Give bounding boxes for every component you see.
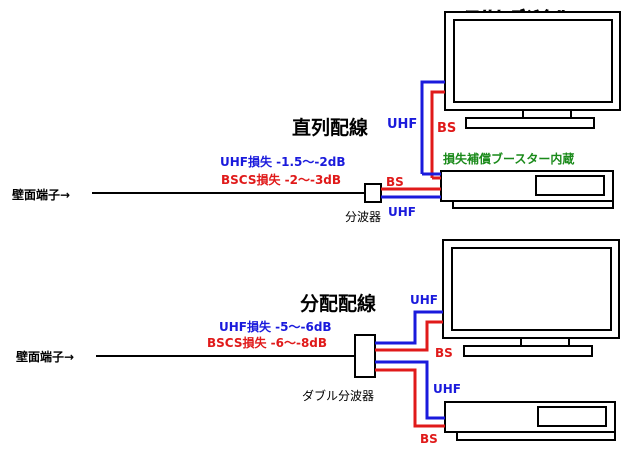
bottom-wall-label: 壁面端子→ (16, 349, 74, 364)
bottom-bs-tv-cable (375, 320, 443, 352)
bottom-loss-uhf: UHF損失 -5～-6dB (219, 319, 332, 334)
bottom-tag-uhf-rec: UHF (433, 382, 461, 396)
bottom-tag-bs-tv: BS (435, 346, 453, 360)
bottom-splitter-label: ダブル分波器 (302, 388, 374, 403)
top-bs-cable (381, 90, 445, 191)
bottom-title: 分配配線 (300, 292, 376, 315)
top-wall-label: 壁面端子→ (12, 187, 70, 202)
bottom-tag-uhf-tv: UHF (410, 293, 438, 307)
top-tv (444, 11, 621, 129)
bottom-uhf-rec-cable (375, 360, 445, 420)
bottom-loss-bscs: BSCS損失 -6～-8dB (207, 335, 327, 350)
bottom-splitter (354, 334, 376, 378)
top-loss-uhf: UHF損失 -1.5～-2dB (220, 154, 345, 169)
top-tag-bs-tv: BS (437, 121, 456, 136)
top-uhf-cable (381, 80, 445, 199)
top-recorder (440, 170, 614, 209)
bottom-uhf-tv-cable (375, 310, 443, 345)
bottom-tv (442, 239, 620, 357)
top-tag-uhf-rec: UHF (388, 205, 416, 219)
bottom-tag-bs-rec: BS (420, 432, 438, 446)
top-splitter-label: 分波器 (345, 210, 381, 224)
bottom-bs-rec-cable (375, 368, 445, 428)
bottom-recorder (444, 401, 616, 441)
top-tag-uhf-tv: UHF (387, 117, 417, 132)
top-title: 直列配線 (292, 116, 368, 139)
top-booster-note: 損失補償ブースター内蔵 (443, 151, 574, 166)
top-tag-bs-rec: BS (386, 175, 404, 189)
top-loss-bscs: BSCS損失 -2～-3dB (221, 172, 341, 187)
top-splitter (364, 183, 382, 203)
